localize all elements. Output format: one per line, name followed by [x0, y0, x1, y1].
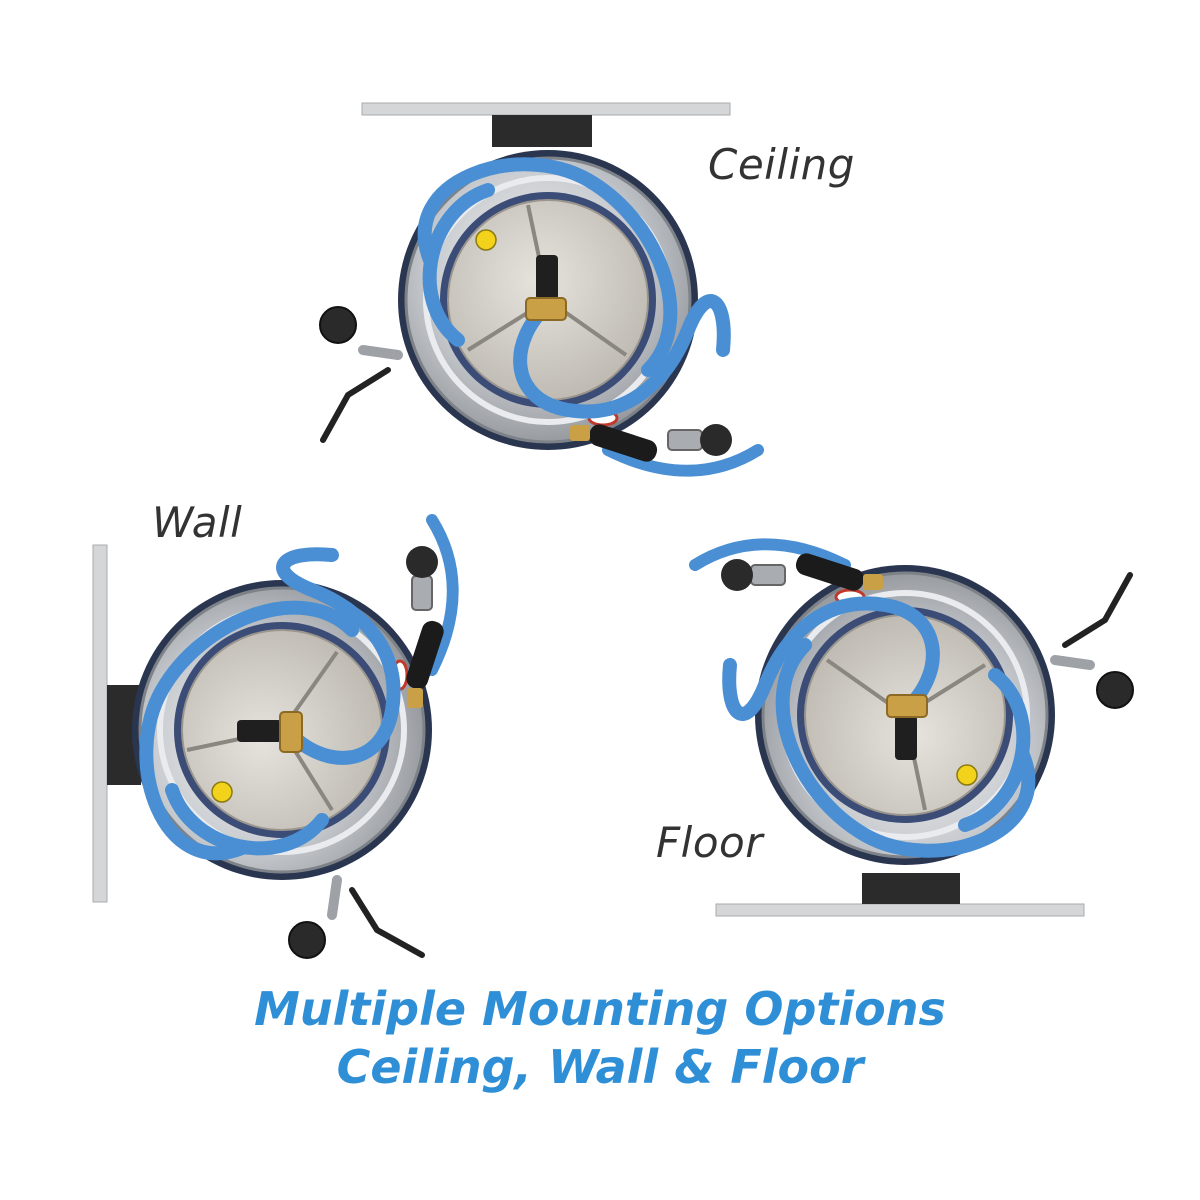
wall-plate-icon — [92, 544, 108, 903]
ceiling-plate-icon — [361, 102, 731, 116]
headline: Multiple Mounting Options Ceiling, Wall … — [0, 980, 1200, 1096]
floor-mount — [695, 544, 1133, 917]
headline-line-2: Ceiling, Wall & Floor — [336, 1040, 864, 1094]
floor-bracket — [862, 873, 960, 904]
wall-label: Wall — [152, 498, 243, 547]
floor-plate-icon — [715, 903, 1085, 917]
ceiling-bracket — [492, 115, 592, 147]
floor-hose-reel-icon — [695, 544, 1133, 865]
ceiling-hose-reel-icon — [320, 150, 758, 471]
ceiling-mount — [320, 102, 758, 471]
wall-mount — [92, 520, 453, 958]
wall-hose-reel-icon — [132, 520, 453, 958]
floor-label: Floor — [656, 818, 763, 867]
ceiling-label: Ceiling — [708, 140, 855, 189]
headline-line-1: Multiple Mounting Options — [254, 982, 946, 1036]
